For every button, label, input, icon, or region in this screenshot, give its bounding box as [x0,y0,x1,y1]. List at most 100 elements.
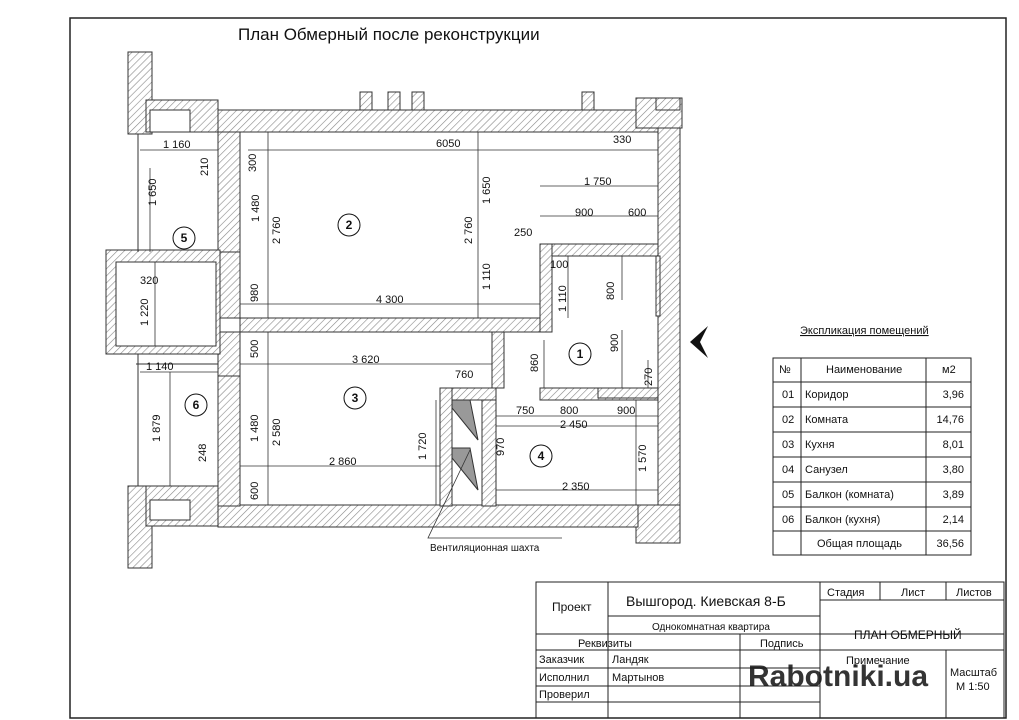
dimension-lines [140,132,658,505]
total-area-value: 36,56 [936,538,964,550]
room-marker-2 [337,213,361,237]
table-cell: 04 [782,464,794,476]
dim-text: 600 [249,482,261,500]
tb-project-label: Проект [552,600,592,614]
table-header-area: м2 [942,364,956,376]
dim-text: 800 [605,282,617,300]
tb-plan: ПЛАН ОБМЕРНЫЙ [854,627,962,642]
table-header-num: № [779,364,791,376]
tb-executor: Мартынов [612,672,664,684]
table-cell: 14,76 [936,414,964,426]
section-arrow-icon [690,326,708,358]
dim-text: 1 160 [163,139,191,151]
tb-executor-label: Исполнил [539,672,589,684]
room-marker-6 [184,393,208,417]
room-label-4: 4 [538,449,545,463]
table-cell: 8,01 [943,439,964,451]
dim-text: 900 [617,405,635,417]
table-cell: 3,89 [943,489,964,501]
dim-text: 800 [560,405,578,417]
dim-text: 1 650 [147,178,159,206]
table-header-name: Наименование [826,364,902,376]
balcony-outlines [136,134,218,486]
tb-scale-label: Масштаб [950,667,997,679]
table-cell: 03 [782,439,794,451]
dim-text: 2 760 [271,216,283,244]
table-cell: 2,14 [943,514,964,526]
total-area-label: Общая площадь [817,538,902,550]
dim-text: 4 300 [376,294,404,306]
explication-title: Экспликация помещений [800,325,929,337]
dim-text: 1 110 [557,285,569,312]
dim-text: 3 620 [352,354,380,366]
dim-text: 248 [197,444,209,462]
dim-text: 330 [613,134,631,146]
dim-text: 300 [247,154,259,172]
dim-text: 1 720 [417,432,429,460]
tb-details: Реквизиты [578,638,632,650]
tb-stage: Стадия [827,587,865,599]
title-block: Проект Вышгород. Киевская 8-Б Стадия Лис… [535,581,1005,719]
dim-text: 500 [249,340,261,358]
dim-text: 1 480 [249,414,261,442]
table-cell: 3,80 [943,464,964,476]
room-label-3: 3 [352,391,359,405]
tb-sheets: Листов [956,587,992,599]
watermark-text: Rabotniki.ua [748,660,928,693]
room-label-5: 5 [181,231,188,245]
tb-apartment: Однокомнатная квартира [652,622,770,633]
dim-text: 1 140 [146,361,174,373]
dim-text: 250 [514,227,532,239]
tb-customer: Ландяк [612,654,649,666]
dim-text: 1 480 [250,194,262,222]
room-marker-4 [529,444,553,468]
dim-text: 2 760 [463,216,475,244]
dim-text: 750 [516,405,534,417]
dim-text: 2 450 [560,419,588,431]
dim-text: 100 [550,259,568,271]
vent-leader [427,449,562,539]
room-label-1: 1 [577,347,584,361]
table-cell: Балкон (комната) [805,489,894,501]
tb-signature: Подпись [760,638,804,650]
table-cell: 3,96 [943,389,964,401]
tb-sheet: Лист [901,587,925,599]
dim-text: 980 [249,284,261,302]
dim-text: 1 570 [637,444,649,472]
plan-title: План Обмерный после реконструкции [238,25,540,44]
dim-text: 600 [628,207,646,219]
room-marker-3 [343,386,367,410]
tb-note: Примечание [846,655,910,667]
room-marker-1 [568,342,592,366]
dim-text: 1 650 [481,176,493,204]
dim-text: 760 [455,369,473,381]
tb-scale: М 1:50 [956,681,990,693]
table-cell: 01 [782,389,794,401]
dim-text: 860 [529,354,541,372]
vent-shaft [451,399,479,491]
dim-text: 210 [199,158,211,176]
room-marker-5 [172,226,196,250]
explication-table: Экспликация помещений № Наименование м2 … [772,325,972,556]
room-markers [172,213,592,468]
dim-text: 270 [643,368,655,386]
dim-text: 900 [575,207,593,219]
tb-address: Вышгород. Киевская 8-Б [626,593,786,609]
dim-text: 2 860 [329,456,357,468]
room-label-6: 6 [193,398,200,412]
dim-text: 900 [609,334,621,352]
dim-text: 970 [495,438,507,456]
room-voids [115,109,217,521]
dim-text: 6050 [436,138,460,150]
dim-text: 1 879 [151,414,163,442]
dim-text: 1 220 [139,298,151,326]
dim-text: 320 [140,275,158,287]
table-cell: 02 [782,414,794,426]
dim-text: 1 750 [584,176,612,188]
vent-shaft-label: Вентиляционная шахта [430,543,540,554]
table-cell: Кухня [805,439,834,451]
tb-customer-label: Заказчик [539,654,584,666]
table-cell: Санузел [805,464,848,476]
table-cell: Коридор [805,389,848,401]
